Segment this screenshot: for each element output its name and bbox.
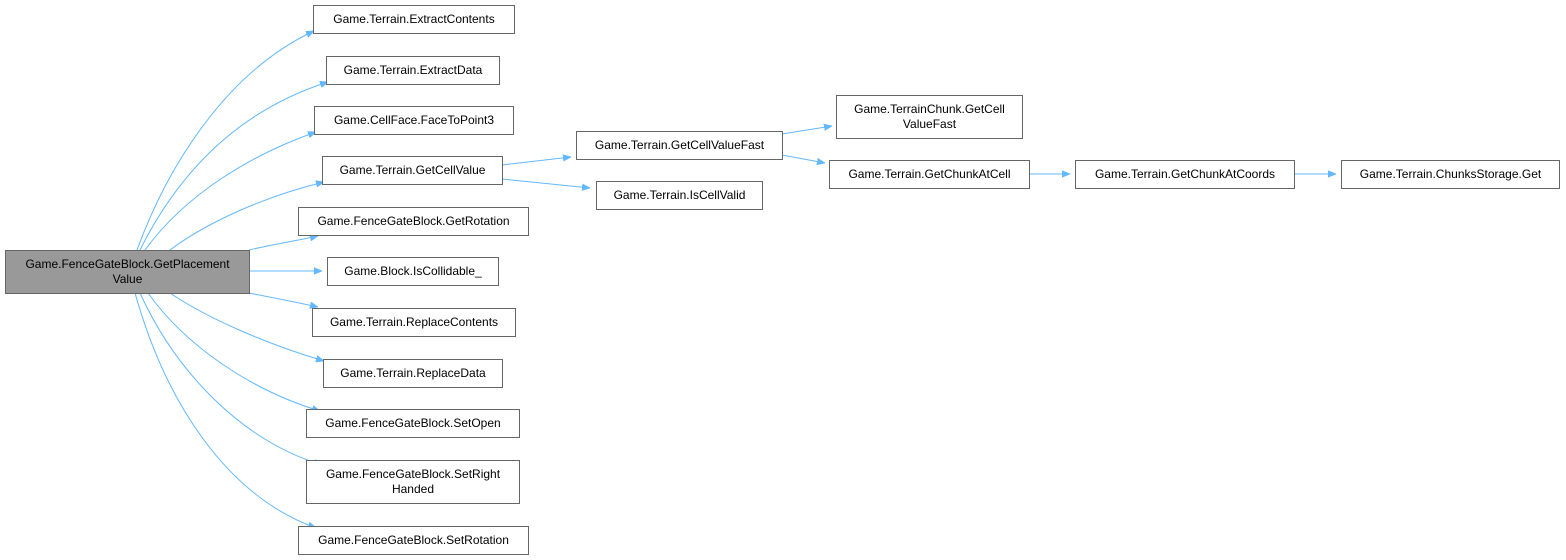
node-n17[interactable]: Game.Terrain.ChunksStorage.Get	[1341, 160, 1560, 189]
node-label: Game.Terrain.GetChunkAtCell	[848, 167, 1010, 181]
node-label: Game.Terrain.ReplaceData	[340, 366, 486, 380]
edge-root-to-n7	[248, 292, 318, 307]
node-label: Game.FenceGateBlock.GetRotation	[317, 214, 509, 228]
edge-root-to-n3	[144, 132, 316, 251]
node-label: Game.FenceGateBlock.GetPlacement	[25, 257, 230, 271]
node-box	[298, 207, 529, 236]
node-label: Game.FenceGateBlock.SetRotation	[318, 533, 509, 547]
node-box	[1341, 160, 1560, 189]
node-n11[interactable]: Game.FenceGateBlock.SetRotation	[298, 526, 529, 555]
edge-root-to-n8	[169, 292, 324, 361]
edge-root-to-n10	[139, 292, 322, 465]
node-box	[323, 359, 503, 388]
node-n15[interactable]: Game.Terrain.GetChunkAtCell	[829, 160, 1030, 189]
edge-root-to-n4	[169, 182, 324, 251]
node-box	[829, 160, 1030, 189]
node-label: Game.Terrain.IsCellValid	[614, 188, 746, 202]
node-label: Game.FenceGateBlock.SetRight	[326, 467, 501, 481]
node-n6[interactable]: Game.Block.IsCollidable_	[327, 257, 499, 286]
node-box	[1075, 160, 1295, 189]
node-box	[298, 526, 529, 555]
node-label: Game.Terrain.GetCellValue	[340, 163, 486, 177]
node-n14[interactable]: Game.TerrainChunk.GetCellValueFast	[836, 95, 1023, 139]
node-label: Game.FenceGateBlock.SetOpen	[325, 416, 500, 430]
node-box	[306, 409, 520, 438]
node-label: Game.Terrain.ReplaceContents	[330, 315, 498, 329]
node-box	[576, 131, 783, 160]
node-n9[interactable]: Game.FenceGateBlock.SetOpen	[306, 409, 520, 438]
node-box	[312, 308, 516, 337]
edges-layer	[134, 31, 1336, 528]
node-label: Game.Terrain.GetChunkAtCoords	[1095, 167, 1275, 181]
node-label: Game.CellFace.FaceToPoint3	[334, 113, 494, 127]
node-label: Game.Terrain.GetCellValueFast	[595, 138, 765, 152]
node-label: Game.Terrain.ExtractContents	[333, 12, 494, 26]
node-label: Handed	[392, 482, 434, 496]
edge-n12-to-n14	[781, 126, 832, 135]
node-n13[interactable]: Game.Terrain.IsCellValid	[596, 181, 763, 210]
node-box	[836, 95, 1023, 139]
node-box	[313, 5, 515, 34]
node-box	[5, 250, 250, 294]
node-n3[interactable]: Game.CellFace.FaceToPoint3	[314, 106, 514, 135]
node-box	[326, 56, 500, 85]
edge-root-to-n5	[248, 236, 318, 251]
edge-root-to-n11	[134, 292, 316, 528]
edge-root-to-n1	[136, 31, 314, 251]
node-label: Game.Terrain.ExtractData	[344, 63, 483, 77]
edge-root-to-n9	[147, 292, 320, 411]
node-n4[interactable]: Game.Terrain.GetCellValue	[322, 156, 503, 185]
node-box	[322, 156, 503, 185]
nodes-layer: Game.FenceGateBlock.GetPlacementValueGam…	[5, 5, 1560, 555]
node-n2[interactable]: Game.Terrain.ExtractData	[326, 56, 500, 85]
edge-n4-to-n12	[501, 157, 571, 166]
node-label: ValueFast	[903, 117, 957, 131]
node-label: Game.TerrainChunk.GetCell	[854, 102, 1005, 116]
node-label: Game.Block.IsCollidable_	[344, 264, 482, 278]
node-label: Game.Terrain.ChunksStorage.Get	[1360, 167, 1542, 181]
node-n16[interactable]: Game.Terrain.GetChunkAtCoords	[1075, 160, 1295, 189]
node-n8[interactable]: Game.Terrain.ReplaceData	[323, 359, 503, 388]
node-n12[interactable]: Game.Terrain.GetCellValueFast	[576, 131, 783, 160]
node-box	[596, 181, 763, 210]
edge-n12-to-n15	[781, 154, 825, 163]
node-box	[314, 106, 514, 135]
edge-root-to-n2	[139, 82, 328, 251]
node-n5[interactable]: Game.FenceGateBlock.GetRotation	[298, 207, 529, 236]
node-label: Value	[113, 272, 143, 286]
node-box	[327, 257, 499, 286]
edge-n4-to-n13	[501, 178, 590, 188]
node-n1[interactable]: Game.Terrain.ExtractContents	[313, 5, 515, 34]
node-box	[306, 460, 520, 504]
node-n7[interactable]: Game.Terrain.ReplaceContents	[312, 308, 516, 337]
